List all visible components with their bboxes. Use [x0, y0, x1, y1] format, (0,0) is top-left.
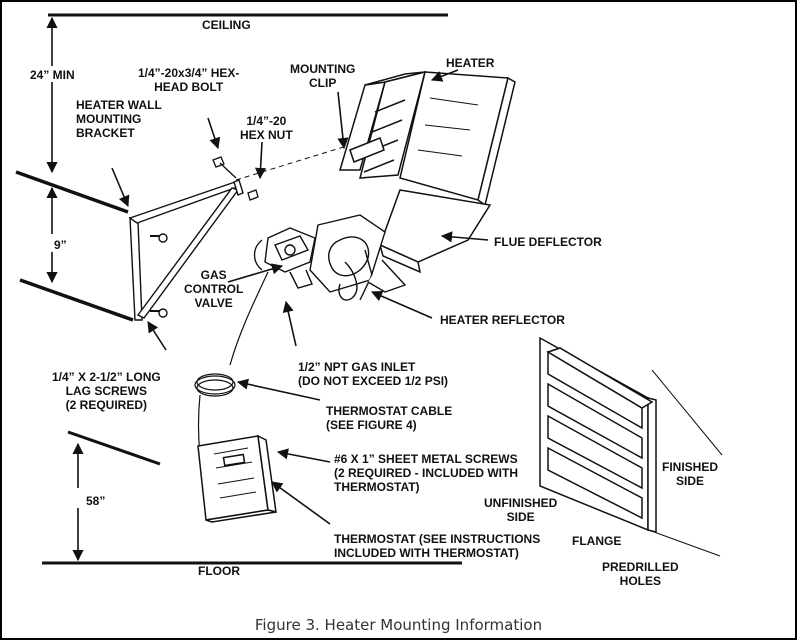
wall-mark-lower	[19, 278, 134, 322]
label-heater-reflector: HEATER REFLECTOR	[440, 313, 565, 327]
burner-assembly	[309, 214, 407, 301]
label-ceiling: CEILING	[202, 18, 251, 32]
hex-bolt	[212, 156, 237, 179]
callout-leaders	[111, 69, 489, 525]
figure-caption: Figure 3. Heater Mounting Information	[254, 616, 543, 634]
label-58-in: 58”	[86, 494, 106, 508]
wall-sleeve	[539, 336, 657, 533]
label-flue-deflector: FLUE DEFLECTOR	[494, 235, 602, 249]
label-floor: FLOOR	[198, 564, 240, 578]
thermostat-unit	[197, 434, 277, 523]
label-hex-bolt: 1/4”-20x3/4” HEX- HEAD BOLT	[138, 66, 240, 94]
label-sheet-metal-screws: #6 X 1” SHEET METAL SCREWS (2 REQUIRED -…	[334, 452, 518, 494]
label-24-min: 24” MIN	[30, 68, 75, 82]
label-lag-screws: 1/4” X 2-1/2” LONG LAG SCREWS (2 REQUIRE…	[52, 370, 161, 412]
label-gas-control-valve: GAS CONTROL VALVE	[184, 268, 244, 310]
label-hex-nut: 1/4”-20 HEX NUT	[240, 114, 293, 142]
sleeve-edge-low	[653, 531, 721, 557]
label-gas-inlet: 1/2” NPT GAS INLET (DO NOT EXCEED 1/2 PS…	[298, 360, 449, 388]
label-flange: FLANGE	[572, 534, 622, 548]
wall-bracket	[128, 179, 244, 321]
label-wall-bracket: HEATER WALL MOUNTING BRACKET	[76, 98, 162, 140]
label-thermostat: THERMOSTAT (SEE INSTRUCTIONS INCLUDED WI…	[334, 532, 541, 560]
label-predrilled-holes: PREDRILLED HOLES	[602, 560, 679, 588]
label-heater: HEATER	[446, 56, 495, 70]
wall-mark-thermostat	[67, 430, 161, 466]
label-9-in: 9”	[54, 238, 67, 252]
label-unfinished-side: UNFINISHED SIDE	[484, 496, 558, 524]
heater-body	[338, 70, 516, 207]
wall-mark-upper	[15, 170, 129, 214]
gas-control-valve	[253, 227, 316, 289]
bolt-axis	[235, 144, 351, 181]
finished-side-edge	[651, 369, 723, 456]
label-thermostat-cable: THERMOSTAT CABLE (SEE FIGURE 4)	[326, 404, 453, 432]
flue-deflector	[378, 189, 492, 274]
hex-nut	[247, 189, 259, 201]
label-mounting-clip: MOUNTING CLIP	[290, 62, 356, 90]
label-finished-side: FINISHED SIDE	[662, 460, 719, 488]
